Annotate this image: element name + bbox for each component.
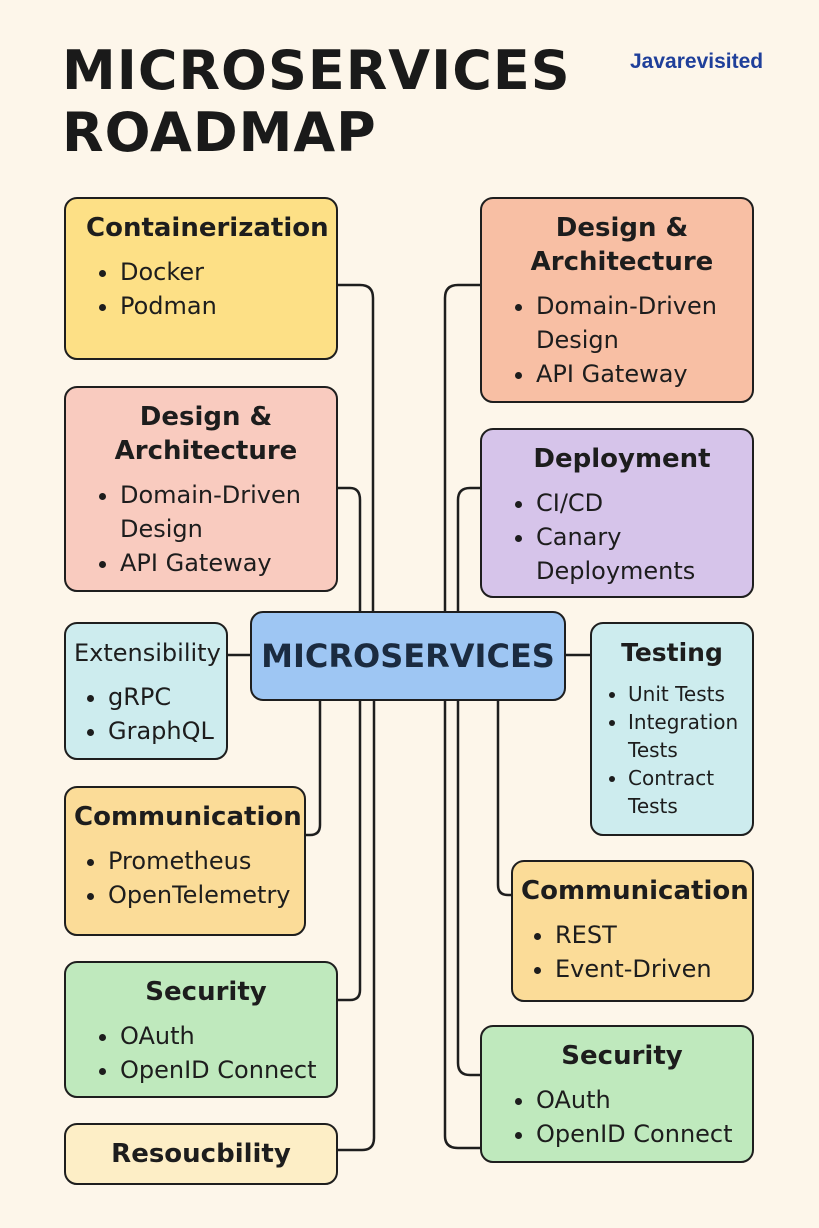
box-list: Domain-Driven Design API Gateway [502,289,742,391]
box-list: Prometheus OpenTelemetry [74,844,298,912]
list-item: gRPC [108,680,220,714]
title-line-2: ROADMAP [62,101,377,164]
box-title: Communication [521,876,749,906]
connector-security-right [456,699,482,1077]
box-communication-right: Communication REST Event-Driven [511,860,754,1002]
box-title: Security [145,977,267,1007]
box-list: Docker Podman [86,255,326,323]
list-item: API Gateway [536,357,742,391]
box-title: Testing [621,638,723,667]
connector-containerization [336,283,375,613]
list-item: OpenID Connect [536,1117,742,1151]
box-testing: Testing Unit Tests Integration Tests Con… [590,622,754,836]
box-list: REST Event-Driven [521,918,746,986]
list-item: Canary Deployments [536,520,742,588]
brand-label: Javarevisited [630,50,764,73]
box-design-architecture-left: Design & Architecture Domain-Driven Desi… [64,386,338,592]
page-title: MICROSERVICES ROADMAP [62,40,571,164]
box-title: Deployment [533,444,711,474]
connector-communication-right [496,699,513,897]
connector-design-left [336,486,362,613]
microservices-hub: MICROSERVICES [250,611,566,701]
box-title: Communication [74,802,302,832]
box-list: CI/CD Canary Deployments [502,486,742,588]
box-list: OAuth OpenID Connect [502,1083,742,1151]
list-item: REST [555,918,746,952]
connector-security-left [336,699,362,1002]
box-title: Design & Architecture [114,402,298,466]
list-item: Prometheus [108,844,298,878]
connector-communication-left [304,699,322,837]
box-extensibility: Extensibility gRPC GraphQL [64,622,228,760]
list-item: Contract Tests [628,764,746,820]
connector-security-right-2 [443,699,482,1150]
box-design-architecture-right: Design & Architecture Domain-Driven Desi… [480,197,754,403]
box-security-right: Security OAuth OpenID Connect [480,1025,754,1163]
list-item: Docker [120,255,326,289]
box-list: gRPC GraphQL [74,680,220,748]
box-resoucbility: Resoucbility [64,1123,338,1185]
list-item: GraphQL [108,714,220,748]
list-item: OAuth [536,1083,742,1117]
list-item: Integration Tests [628,708,746,764]
box-security-left: Security OAuth OpenID Connect [64,961,338,1098]
list-item: Domain-Driven Design [536,289,742,357]
box-title: Resoucbility [111,1139,291,1169]
box-title: Design & Architecture [530,213,714,277]
list-item: Event-Driven [555,952,746,986]
box-containerization: Containerization Docker Podman [64,197,338,360]
box-title: Security [561,1041,683,1071]
box-list: OAuth OpenID Connect [86,1019,326,1087]
list-item: Unit Tests [628,680,746,708]
list-item: OpenID Connect [120,1053,326,1087]
box-list: Unit Tests Integration Tests Contract Te… [598,680,746,820]
list-item: OpenTelemetry [108,878,298,912]
connector-resoucbility [336,699,376,1152]
box-communication-left: Communication Prometheus OpenTelemetry [64,786,306,936]
connector-design-right [443,283,482,613]
connector-deployment [456,486,482,613]
box-title: Extensibility [74,639,221,667]
box-deployment: Deployment CI/CD Canary Deployments [480,428,754,598]
title-line-1: MICROSERVICES [62,39,571,102]
box-title: Containerization [86,213,329,243]
list-item: Podman [120,289,326,323]
list-item: OAuth [120,1019,326,1053]
list-item: CI/CD [536,486,742,520]
list-item: Domain-Driven Design [120,478,326,546]
list-item: API Gateway [120,546,326,580]
box-list: Domain-Driven Design API Gateway [86,478,326,580]
